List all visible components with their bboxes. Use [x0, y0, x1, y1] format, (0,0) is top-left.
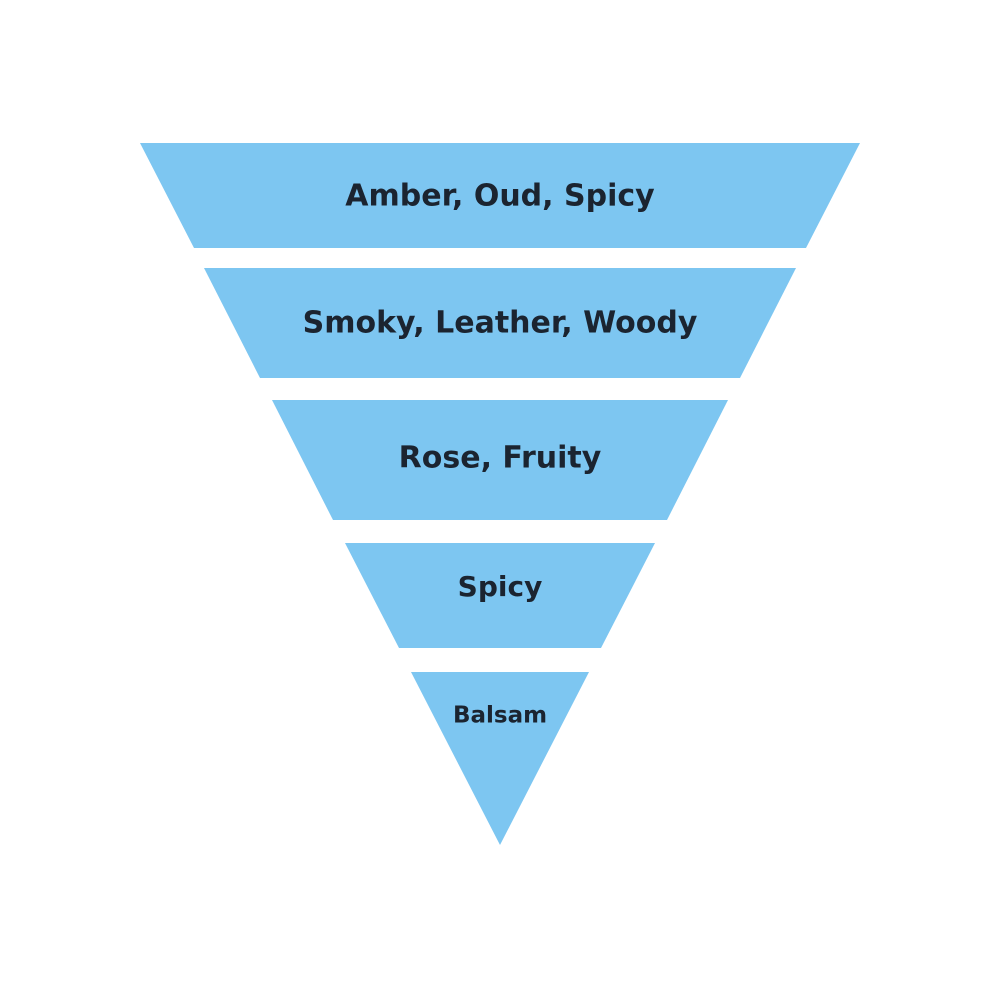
funnel-segment-2-label: Smoky, Leather, Woody [303, 306, 698, 341]
funnel-segment-3 [272, 400, 728, 520]
funnel-segment-1 [140, 143, 860, 248]
funnel-segment-1-label: Amber, Oud, Spicy [345, 179, 655, 214]
funnel-segment-5-label: Balsam [453, 703, 547, 729]
funnel-segment-3-label: Rose, Fruity [399, 441, 602, 476]
funnel-segment-4 [345, 543, 655, 648]
funnel-segment-4-label: Spicy [458, 570, 543, 603]
funnel-segment-2 [204, 268, 796, 378]
funnel-segment-5 [411, 672, 589, 845]
